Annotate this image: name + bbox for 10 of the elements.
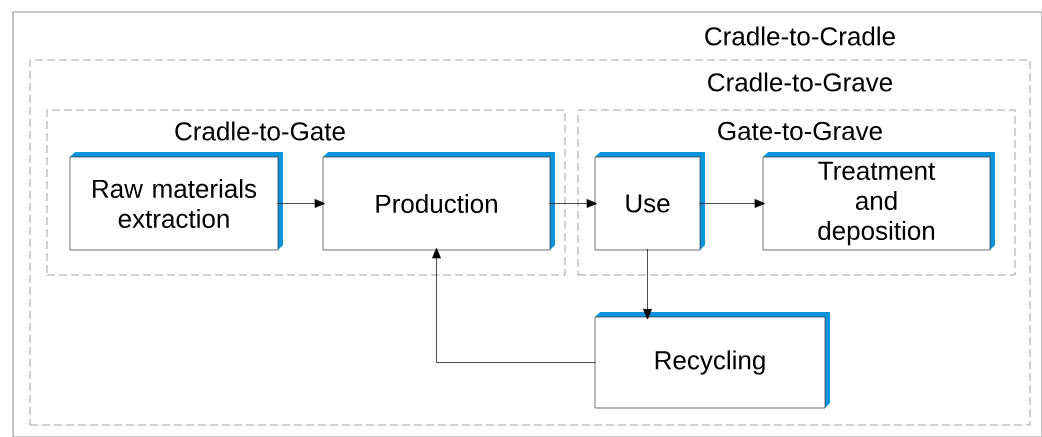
- arrow: [277, 199, 326, 208]
- arrow: [549, 199, 598, 208]
- arrow: [643, 248, 652, 320]
- arrow: [432, 247, 596, 363]
- process-box: Treatment and deposition: [762, 156, 991, 251]
- process-box: Production: [322, 156, 551, 251]
- process-box: Raw materials extraction: [69, 156, 279, 251]
- arrow: [699, 199, 766, 208]
- process-box: Use: [594, 156, 701, 251]
- process-box: Recycling: [594, 316, 826, 409]
